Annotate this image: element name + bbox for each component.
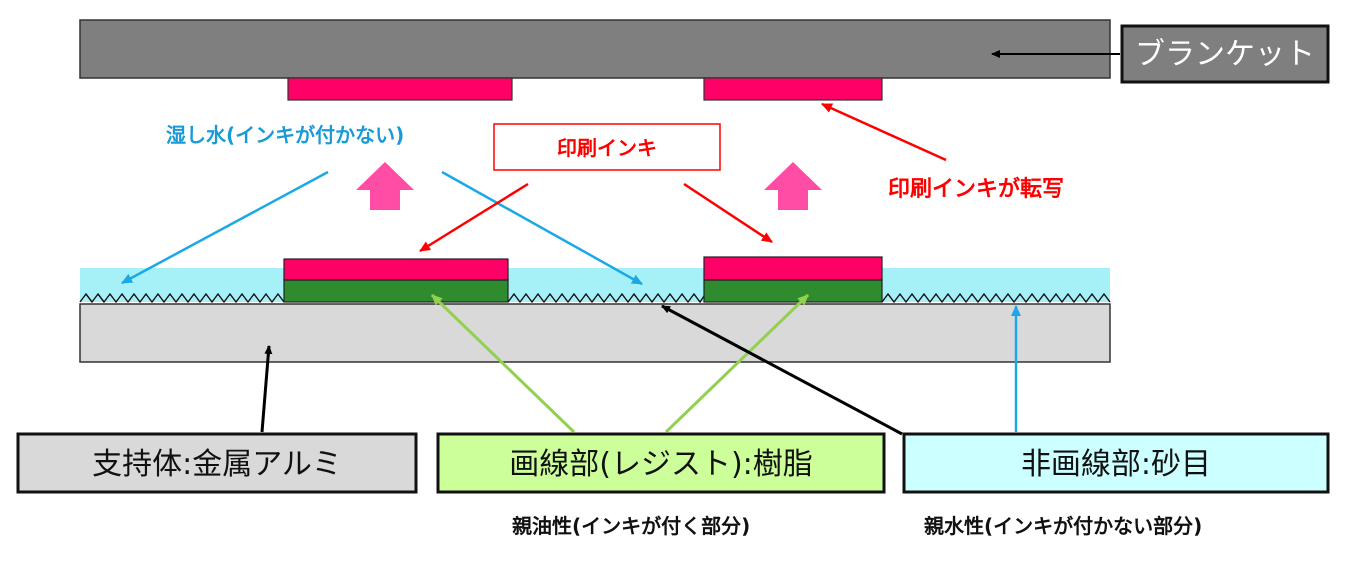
blanket-label: ブランケット bbox=[1135, 37, 1315, 72]
resin-arrow-left bbox=[430, 293, 576, 434]
resin-right bbox=[703, 279, 883, 303]
dampening-water-label: 湿し水(インキが付かない) bbox=[166, 123, 404, 147]
resin-arrow-right bbox=[664, 293, 810, 434]
image-area-label: 画線部(レジスト):樹脂 bbox=[509, 447, 813, 482]
printing-ink-label: 印刷インキ bbox=[557, 136, 657, 160]
transfer-up-arrow-left bbox=[356, 162, 414, 210]
support-arrow bbox=[260, 345, 273, 433]
transfer-up-arrow-right bbox=[764, 162, 822, 210]
oleophilic-caption: 親油性(インキが付く部分) bbox=[512, 514, 750, 538]
non-image-area-label-box bbox=[902, 432, 1330, 494]
support-label: 支持体:金属アルミ bbox=[92, 447, 342, 482]
plate-ink-left bbox=[283, 258, 509, 281]
ink-transfer-label: 印刷インキが転写 bbox=[888, 176, 1064, 202]
blanket-ink-left bbox=[287, 77, 513, 101]
support-label-box bbox=[16, 432, 418, 494]
water-layer-left bbox=[80, 268, 284, 302]
hydrophilic-caption: 親水性(インキが付かない部分) bbox=[924, 514, 1202, 538]
water-arrow-left bbox=[121, 170, 329, 285]
blanket-ink-right bbox=[703, 77, 883, 101]
water-layer-middle bbox=[508, 268, 704, 302]
blanket-label-box bbox=[1120, 24, 1330, 84]
water-layer-right bbox=[882, 268, 1110, 302]
grain-arrow bbox=[661, 304, 903, 436]
ink-arrow-right bbox=[683, 182, 773, 244]
ink-transfer-arrow bbox=[821, 102, 947, 162]
printing-ink-box bbox=[493, 123, 721, 171]
blanket-bar bbox=[79, 19, 1111, 79]
grain-pattern bbox=[79, 292, 1111, 304]
plate-ink-right bbox=[703, 256, 883, 281]
non-image-area-label: 非画線部:砂目 bbox=[1021, 447, 1211, 482]
image-area-label-box bbox=[436, 432, 886, 494]
ink-arrow-left bbox=[419, 182, 529, 253]
support-plate bbox=[79, 303, 1111, 363]
water-arrow-middle bbox=[441, 170, 643, 286]
resin-left bbox=[283, 279, 509, 303]
